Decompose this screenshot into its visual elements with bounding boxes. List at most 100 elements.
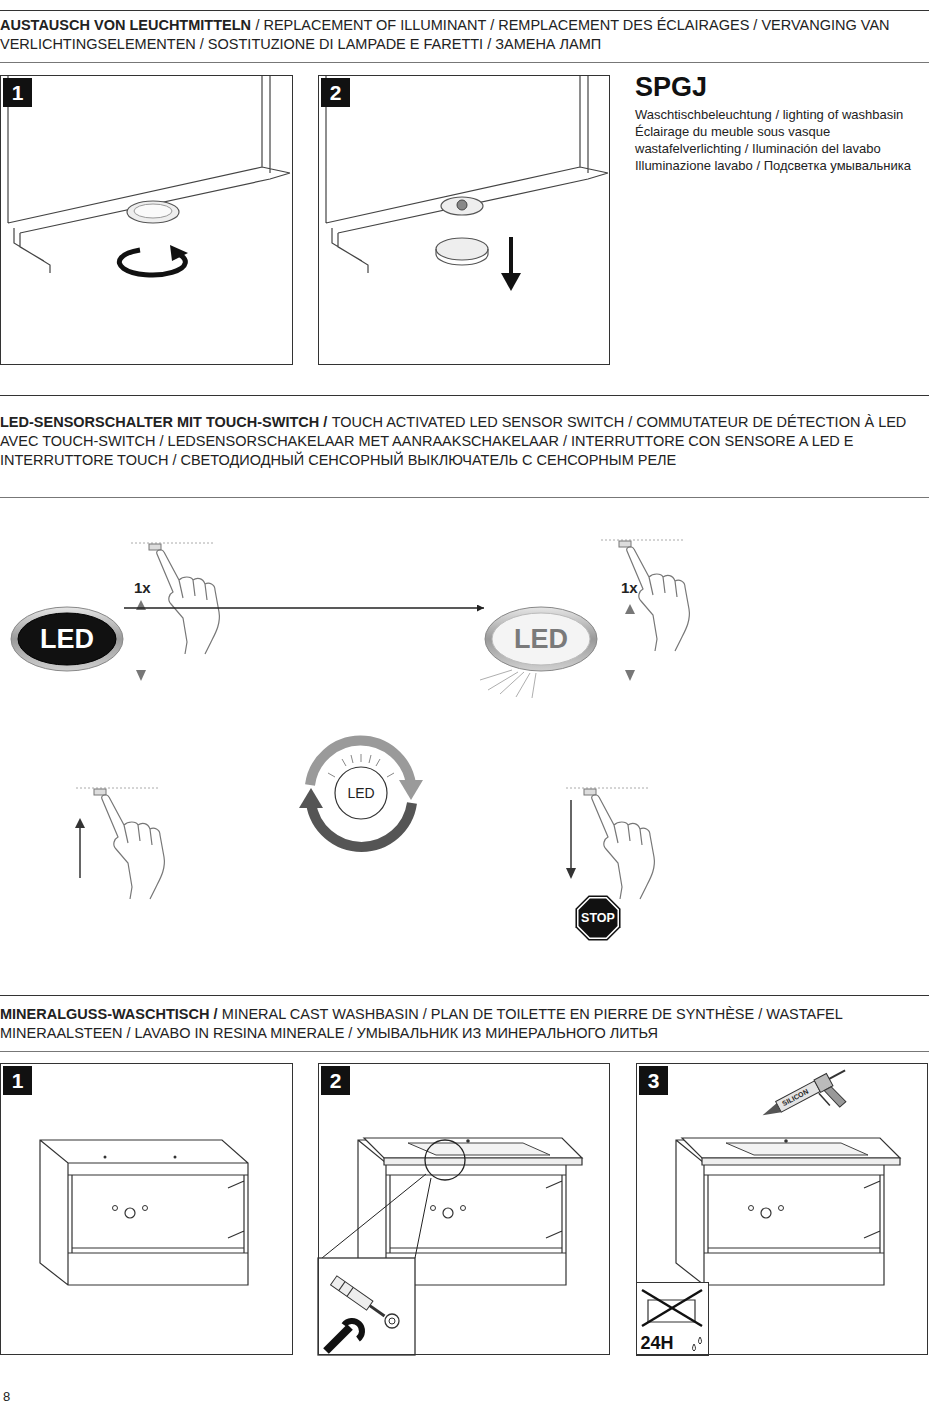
lamp-removal-step-2 bbox=[326, 75, 608, 291]
silicone-gun bbox=[829, 1070, 845, 1078]
touch-switch-sequence bbox=[566, 788, 654, 899]
washbasin-step-2 bbox=[389, 1318, 395, 1324]
lamp-removal-step-1 bbox=[8, 75, 290, 273]
touch-switch-sequence bbox=[75, 818, 85, 828]
light-rays bbox=[500, 672, 524, 694]
washbasin-step-2 bbox=[331, 1276, 373, 1310]
washbasin-step-2 bbox=[331, 1276, 388, 1321]
washbasin-step-2 bbox=[415, 1178, 431, 1258]
washbasin-step-2 bbox=[347, 1287, 353, 1296]
lamp-text: LED bbox=[40, 626, 94, 653]
touch-switch-sequence bbox=[76, 788, 164, 899]
step-panel: 2 bbox=[318, 1063, 610, 1355]
light-rays bbox=[488, 672, 518, 690]
dimming-cycle bbox=[299, 788, 323, 808]
stop-octagon-border bbox=[578, 898, 618, 938]
section-rule bbox=[0, 995, 929, 996]
lamp-text: STOP bbox=[581, 912, 615, 925]
washbasin-step-3 bbox=[636, 1282, 708, 1355]
washbasin-step-2 bbox=[322, 1174, 426, 1258]
lamp-text: LED bbox=[347, 786, 374, 800]
washbasin-step-1 bbox=[174, 1156, 177, 1159]
step-number: 3 bbox=[639, 1066, 668, 1095]
washbasin-step-3 bbox=[636, 1138, 900, 1355]
section-heading: AUSTAUSCH VON LEUCHTMITTELN/ REPLACEMENT… bbox=[0, 16, 925, 54]
lamp-removal-step-1 bbox=[127, 201, 179, 223]
lamp-ring bbox=[11, 607, 123, 671]
step-number: 2 bbox=[321, 1066, 350, 1095]
silicone-gun bbox=[759, 1065, 859, 1141]
touch-switch-sequence bbox=[75, 540, 689, 899]
lamp-removal-step-2 bbox=[441, 197, 483, 215]
silicone-gun bbox=[776, 1081, 820, 1112]
step-panel: 1 bbox=[0, 1063, 293, 1355]
washbasin-step-2 bbox=[370, 1306, 385, 1316]
washbasin-step-2 bbox=[364, 1138, 582, 1165]
lamp-text: LED bbox=[514, 626, 568, 653]
heading-main: MINERALGUSS-WASCHTISCH / bbox=[0, 1006, 218, 1022]
lamp-removal-step-2 bbox=[436, 238, 488, 260]
washbasin-step-2 bbox=[385, 1314, 399, 1328]
touch-switch-sequence bbox=[79, 826, 81, 878]
led-lamp-off: LED bbox=[484, 606, 598, 672]
lamp-removal-step-2 bbox=[436, 249, 488, 265]
washbasin-step-2 bbox=[344, 1321, 362, 1339]
lamp-ring bbox=[485, 607, 597, 671]
touch-switch-sequence bbox=[136, 670, 146, 681]
washbasin-step-2 bbox=[318, 1138, 582, 1355]
description: Waschtischbeleuchtung / lighting of wash… bbox=[635, 106, 935, 174]
washbasin-step-1 bbox=[40, 1140, 248, 1285]
lamp-removal-step-2 bbox=[509, 237, 513, 275]
washbasin-step-2 bbox=[318, 1258, 415, 1355]
section-rule bbox=[0, 62, 929, 63]
lamp-removal-step-1 bbox=[170, 245, 188, 261]
section-rule bbox=[0, 497, 929, 498]
step-panel: 2 bbox=[318, 75, 610, 365]
washbasin-step-3 bbox=[682, 1138, 900, 1165]
light-rays bbox=[480, 670, 536, 698]
dimming-cycle bbox=[376, 759, 380, 766]
lamp-removal-step-2 bbox=[326, 75, 608, 273]
dimming-cycle bbox=[299, 741, 423, 847]
heading-main: LED-SENSORSCHALTER MIT TOUCH-SWITCH / bbox=[0, 414, 327, 430]
dimming-cycle bbox=[328, 773, 335, 777]
light-rays bbox=[516, 673, 530, 697]
touch-switch-sequence bbox=[629, 612, 631, 672]
step-number: 1 bbox=[3, 78, 32, 107]
press-count: 1x bbox=[621, 580, 638, 595]
step-panel: 3 24H bbox=[636, 1063, 928, 1355]
lamp-lens bbox=[492, 613, 590, 665]
dimming-cycle bbox=[399, 780, 423, 800]
cure-time: 24H bbox=[641, 1334, 674, 1354]
lamp-removal-step-2 bbox=[501, 273, 521, 291]
lamp-removal-step-1 bbox=[134, 204, 172, 218]
light-rays bbox=[480, 670, 512, 680]
section-heading: LED-SENSORSCHALTER MIT TOUCH-SWITCH /TOU… bbox=[0, 413, 925, 470]
touch-switch-sequence bbox=[625, 604, 635, 614]
washbasin-step-2 bbox=[339, 1282, 345, 1291]
heading-main: AUSTAUSCH VON LEUCHTMITTELN bbox=[0, 17, 251, 33]
dimming-cycle bbox=[369, 755, 371, 763]
touch-switch-sequence bbox=[140, 608, 142, 672]
section-rule bbox=[0, 10, 929, 11]
washbasin-step-2 bbox=[425, 1140, 465, 1180]
light-rays bbox=[532, 673, 536, 698]
silicone-gun bbox=[824, 1084, 847, 1110]
section-rule bbox=[0, 395, 929, 396]
lamp-lens bbox=[18, 613, 116, 665]
washbasin-step-3 bbox=[642, 1290, 702, 1326]
touch-switch-sequence bbox=[131, 543, 219, 654]
stop-sign: STOP bbox=[575, 895, 621, 941]
led-ring: LED bbox=[334, 766, 388, 820]
dimming-cycle bbox=[342, 759, 346, 766]
step-number: 2 bbox=[321, 78, 350, 107]
silicone-gun bbox=[819, 1091, 830, 1107]
cure-time-icon: 24H bbox=[636, 1282, 709, 1356]
dimming-cycle bbox=[387, 773, 394, 777]
dimming-cycle bbox=[351, 755, 353, 763]
state-arrow bbox=[124, 607, 484, 608]
model-code: SPGJ bbox=[635, 74, 707, 101]
